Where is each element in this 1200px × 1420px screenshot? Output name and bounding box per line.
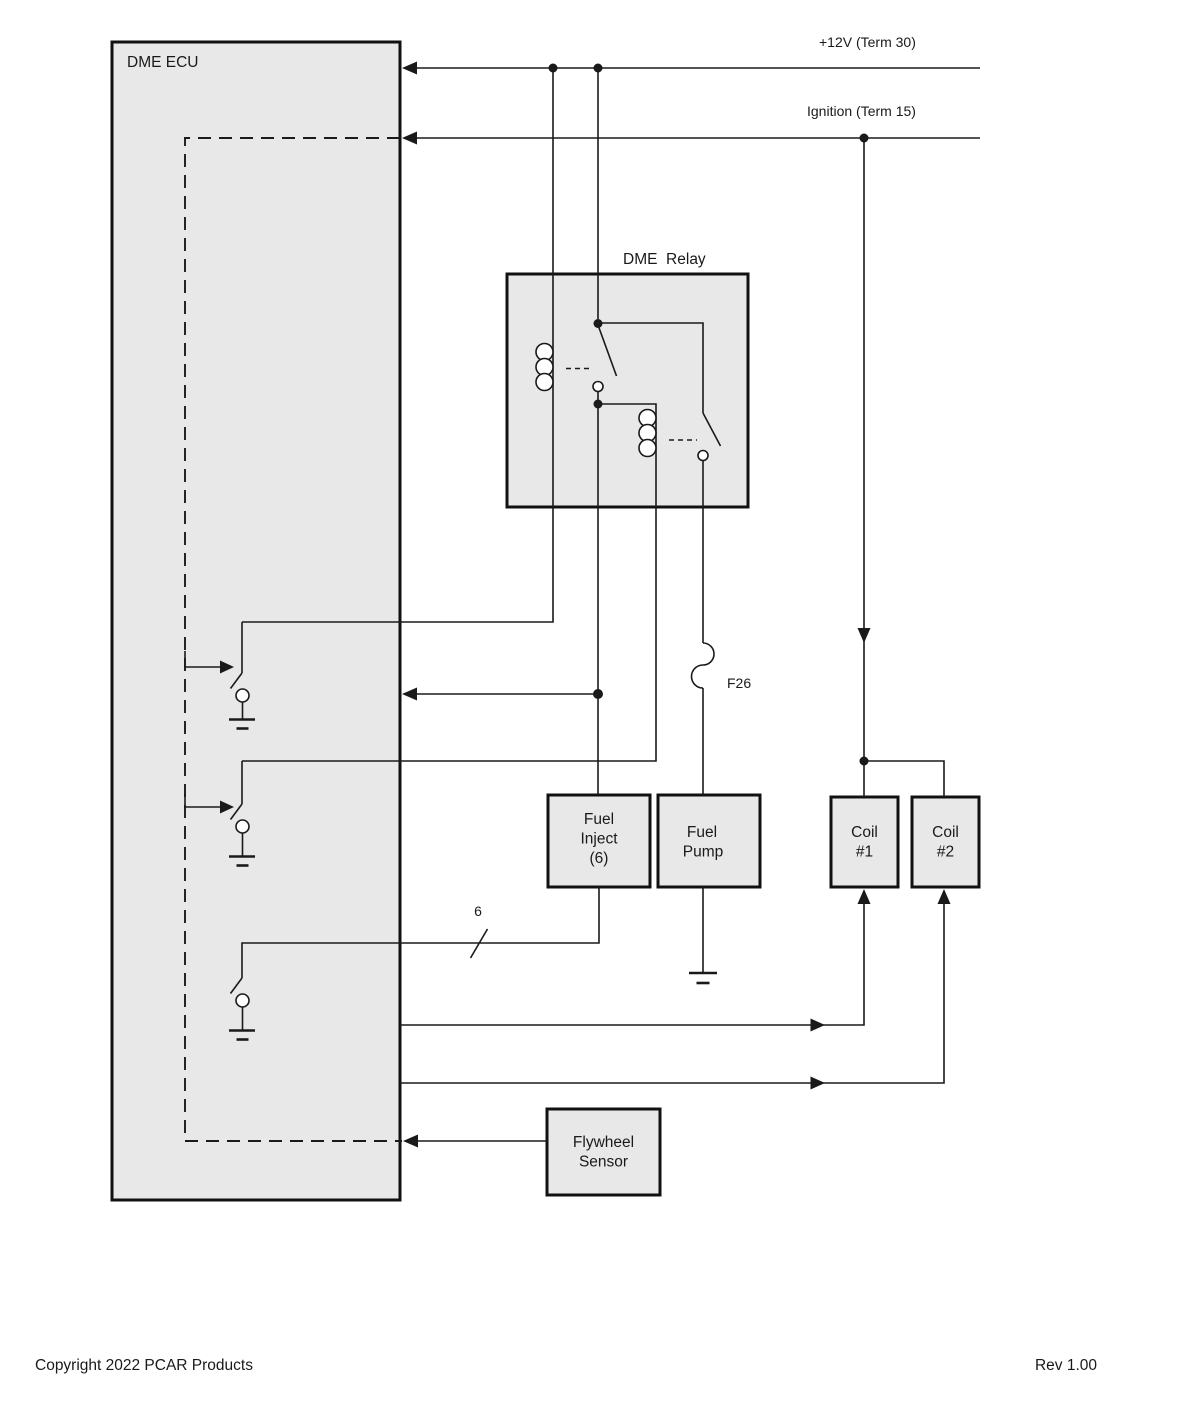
relay-internals bbox=[242, 68, 722, 795]
flywheel-sensor-label: Flywheel Sensor bbox=[573, 1134, 634, 1171]
relay-contact2-open-terminal bbox=[697, 449, 709, 462]
switch3-blade bbox=[229, 977, 243, 994]
arrowhead-flywheel-into-ecu bbox=[403, 1134, 418, 1148]
ecu-switch-2 bbox=[184, 761, 255, 867]
footer-copyright: Copyright 2022 PCAR Products bbox=[35, 1357, 253, 1374]
coil-trigger-lines bbox=[400, 889, 951, 1090]
arrowhead-into-coil1 bbox=[857, 889, 871, 904]
relay-contact1-blade bbox=[597, 324, 618, 377]
fuel-inject-box bbox=[546, 793, 652, 889]
ecu-label: DME ECU bbox=[127, 54, 198, 71]
coil-1-label: Coil #1 bbox=[851, 824, 878, 861]
fuel-inject-line1: Fuel bbox=[584, 811, 614, 828]
arrowhead-status-into-ecu bbox=[402, 687, 417, 701]
coil-2-label: Coil #2 bbox=[932, 824, 959, 861]
wire-to-coil2-top bbox=[864, 760, 945, 797]
fuel-inject-line2: Inject bbox=[580, 831, 618, 848]
wire-relay-coil1-circuit bbox=[242, 68, 554, 623]
relay-contact1-open-terminal bbox=[592, 380, 604, 393]
dme-ecu-box bbox=[110, 40, 402, 1202]
switch1-control-arrow-line bbox=[184, 651, 221, 668]
coil-1-box bbox=[829, 795, 900, 889]
switch2-blade bbox=[229, 803, 243, 820]
switch3-terminal bbox=[235, 993, 250, 1008]
flywheel-sensor-line bbox=[403, 1134, 547, 1148]
fuel-pump-line2: Pump bbox=[683, 844, 724, 861]
wire-count-label: 6 bbox=[474, 903, 482, 919]
relay-contact2-blade bbox=[702, 412, 722, 447]
relay-label: DME Relay bbox=[623, 251, 706, 268]
switch2-control-arrow-line bbox=[184, 794, 221, 808]
arrowhead-switch1-control bbox=[220, 660, 234, 674]
flywheel-line1: Flywheel bbox=[573, 1134, 634, 1151]
relay-coil2-loop bbox=[638, 438, 657, 458]
fuel-inject-label: Fuel Inject (6) bbox=[580, 811, 618, 867]
arrowhead-coil1-flow bbox=[810, 1018, 825, 1032]
ignition-coil-feed bbox=[857, 138, 945, 797]
arrowhead-switch2-control bbox=[220, 800, 234, 814]
flywheel-sensor-box bbox=[545, 1107, 662, 1197]
injector-return bbox=[241, 887, 600, 978]
coil-2-line1: Coil bbox=[932, 824, 959, 841]
fuse-f26 bbox=[690, 642, 715, 795]
switch2-terminal bbox=[235, 819, 250, 834]
fuel-pump-line1: Fuel bbox=[687, 824, 717, 841]
arrowhead-12v-into-ecu bbox=[402, 61, 417, 75]
fuse-symbol bbox=[690, 642, 715, 689]
wire-ecu-to-coil1 bbox=[400, 891, 865, 1026]
arrowhead-into-coil2 bbox=[937, 889, 951, 904]
relay-status-line bbox=[402, 687, 603, 701]
fuel-pump-label: Fuel Pump bbox=[683, 824, 724, 861]
flywheel-line2: Sensor bbox=[579, 1154, 628, 1171]
ecu-dashed-boundary bbox=[184, 137, 402, 1142]
fuel-pump-box bbox=[656, 793, 762, 889]
relay-coil1-loop bbox=[535, 372, 554, 392]
switch1-terminal bbox=[235, 688, 250, 703]
fuse-label: F26 bbox=[727, 675, 751, 691]
ecu-switch-3 bbox=[229, 977, 255, 1041]
switch1-blade bbox=[229, 672, 243, 689]
fuel-pump-ground bbox=[689, 887, 717, 985]
coil-2-line2: #2 bbox=[937, 844, 954, 861]
coil-1-line1: Coil bbox=[851, 824, 878, 841]
coil-2-box bbox=[910, 795, 981, 889]
wire-ecu-to-coil2 bbox=[400, 891, 945, 1084]
wire-relay-coil2-circuit bbox=[242, 403, 657, 762]
fuel-inject-line3: (6) bbox=[590, 850, 609, 867]
wire-contact2-feed bbox=[598, 322, 704, 413]
arrowhead-ignition-into-ecu bbox=[402, 131, 417, 145]
wire-injector-return bbox=[241, 887, 600, 978]
supply-12v-label: +12V (Term 30) bbox=[819, 34, 916, 50]
arrowhead-coil2-flow bbox=[810, 1076, 825, 1090]
coil-1-line2: #1 bbox=[856, 844, 873, 861]
footer-revision: Rev 1.00 bbox=[1035, 1357, 1097, 1374]
ignition-label: Ignition (Term 15) bbox=[807, 103, 916, 119]
ecu-switch-1 bbox=[184, 622, 255, 730]
arrowhead-ignition-down bbox=[857, 628, 871, 643]
wire-count-slash bbox=[469, 928, 489, 959]
